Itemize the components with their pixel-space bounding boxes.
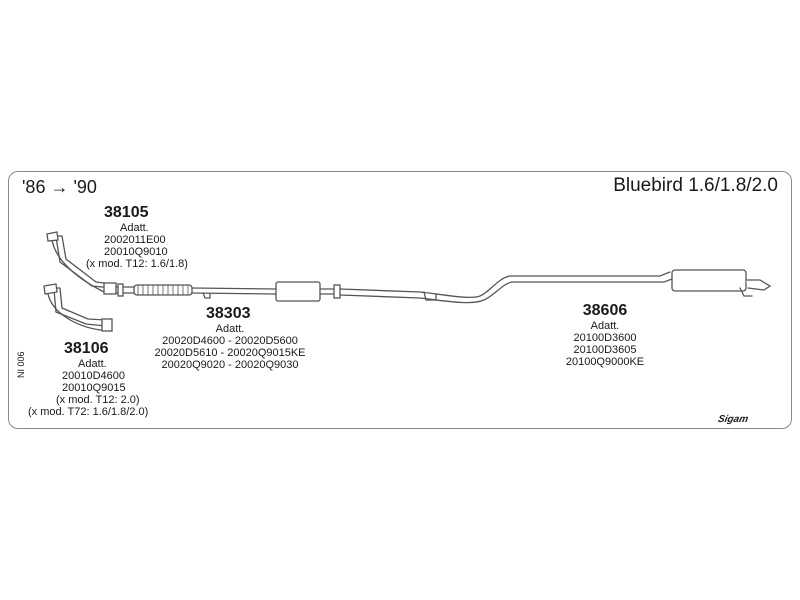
part-code: 20010D4600 [62,370,126,382]
part-note: Adatt. [78,358,107,370]
part-code: (x mod. T12: 1.6/1.8) [86,258,188,270]
part-code: 20020D4600 - 20020D5600 [162,335,298,347]
part-code: 20020Q9020 - 20020Q9030 [161,359,299,371]
year-range: '86 → '90 [22,177,97,197]
part-code: 20100D3605 [573,344,637,356]
part-code: (x mod. T12: 2.0) [56,394,140,406]
part-number: 38106 [64,340,109,357]
part-code: 20020D5610 - 20020Q9015KE [154,347,306,359]
part-38606-label: 38606 Adatt. 20100D3600 20100D3605 20100… [550,301,660,368]
part-number: 38105 [104,204,149,221]
brand-logo: Sigam [716,414,750,425]
part-code: 2002011E00 [104,234,166,246]
part-note: Adatt. [590,320,620,332]
part-code: 20010Q9015 [62,382,126,394]
model-title: Bluebird 1.6/1.8/2.0 [613,175,778,196]
part-code: 20010Q9010 [104,246,168,258]
part-number: 38606 [582,302,628,319]
part-note: Adatt. [120,222,149,234]
part-code: 20100Q9000KE [565,356,645,368]
part-38105-label: 38105 Adatt. 2002011E00 20010Q9010 (x mo… [86,203,196,270]
part-code: 20100D3600 [573,332,637,344]
side-reference-label: NI 006 [16,351,26,378]
part-38106-label: 38106 Adatt. 20010D4600 20010Q9015 (x mo… [28,339,178,418]
diagram-panel [8,171,792,429]
middle-pipe-38303 [115,281,341,302]
part-code: (x mod. T72: 1.6/1.8/2.0) [28,406,149,418]
front-pipe-38105 [46,231,117,295]
part-note: Adatt. [215,323,245,335]
rear-pipe-38606 [339,269,772,304]
part-number: 38303 [206,305,251,322]
part-38303-label: 38303 Adatt. 20020D4600 - 20020D5600 200… [140,304,320,371]
front-pipe-38106 [43,283,113,332]
